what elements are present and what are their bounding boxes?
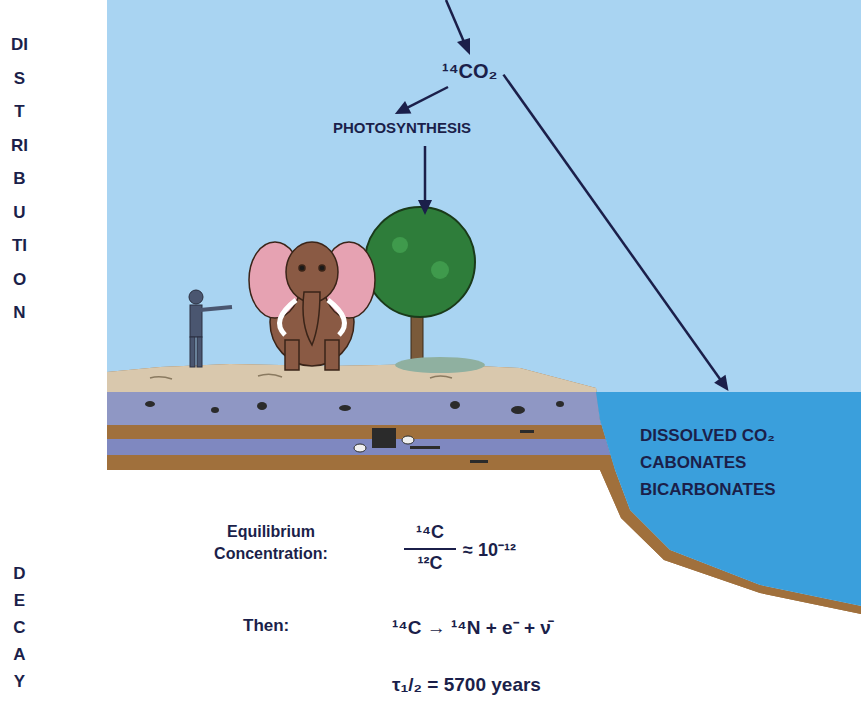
arrowhead-to [395,101,412,114]
ratio-value: ≈ 10⁻¹² [463,537,516,561]
isotope-numerator: ¹⁴C [404,522,456,543]
water [596,392,861,606]
tree [365,207,485,373]
equation-caption: Equilibrium Concentration: [196,521,346,565]
decay-equation: ¹⁴C → ¹⁴N + e⁻ + ν̄ [392,614,551,640]
ocean-shape [596,392,861,608]
region-text: DISSOLVED CO₂ CABONATES BICARBONATES [640,422,812,503]
vertical-heading: DECAY [11,560,28,695]
ocean-region: DISSOLVED CO₂ CABONATES BICARBONATES [596,392,861,608]
incoming-arrow [446,0,470,55]
flow-arrow [406,87,448,109]
equation-caption: Then: [243,616,289,636]
half-life: τ₁/₂ = 5700 years [392,674,541,696]
isotope-denominator: ¹²C [404,553,456,574]
mammoth [249,242,375,370]
ground-layers [0,300,861,700]
flow-arrow [503,75,721,382]
photosynthesis-arrow [418,146,432,215]
vertical-heading: DISTRIBUTION [11,28,28,330]
process-label: PHOTOSYNTHESIS [330,116,474,139]
node-text: PHOTOSYNTHESIS [333,119,471,136]
human-figure [189,290,232,367]
fraction-bar [404,548,456,550]
arrowhead-to [714,375,728,391]
molecule-label: ¹⁴CO₂ [438,56,501,87]
node-text: ¹⁴CO₂ [442,60,497,83]
